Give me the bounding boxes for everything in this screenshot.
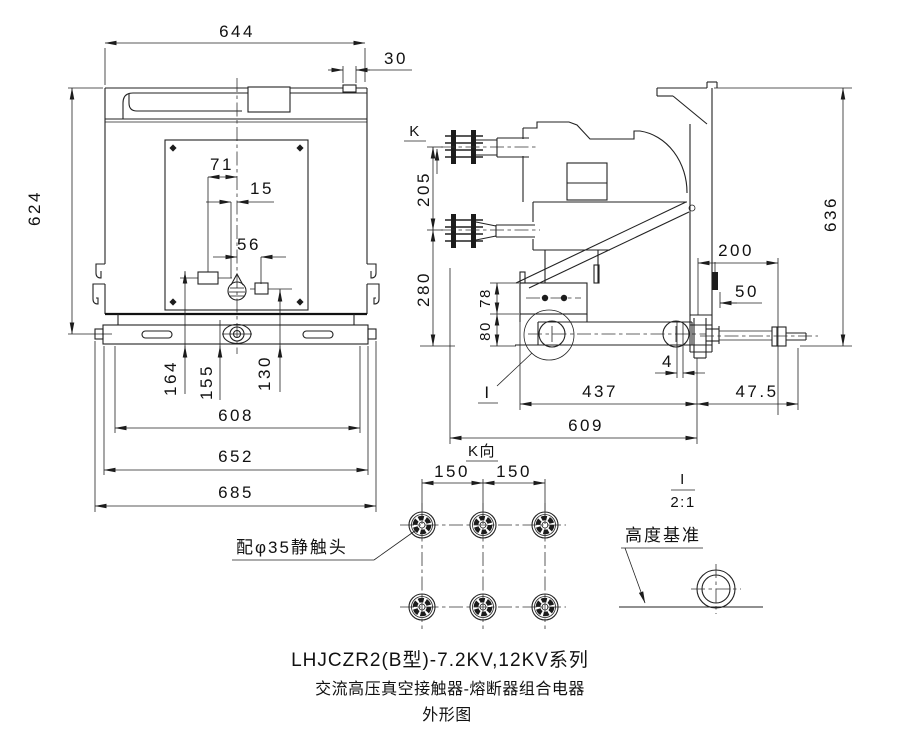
dim-130: 130	[255, 355, 274, 391]
detail-marker-ref: I	[484, 383, 491, 402]
dim-50: 50	[735, 282, 759, 301]
title-line3: 外形图	[422, 706, 472, 724]
dim-609: 609	[568, 416, 604, 435]
keyhole	[227, 272, 247, 301]
dim-155: 155	[197, 364, 216, 400]
box-bolt	[560, 294, 568, 302]
traction-rod	[693, 318, 818, 359]
contact-icon	[408, 593, 436, 621]
side-dimensions: 205 280 78 80 636 200 50 4	[414, 87, 852, 444]
dim-56: 56	[237, 235, 261, 254]
corner-screw-icon	[296, 144, 304, 152]
k-view-label: K向	[468, 443, 496, 460]
dim-47.5: 47.5	[735, 382, 778, 401]
wheel-detail	[691, 564, 741, 614]
front-body-outline	[92, 84, 380, 325]
dim-624: 624	[25, 190, 44, 226]
top-tab	[342, 84, 357, 93]
dim-200: 200	[718, 241, 754, 260]
front-base-plate	[94, 323, 377, 345]
contact-icon	[531, 511, 559, 539]
dim-437: 437	[582, 382, 618, 401]
dim-652: 652	[218, 447, 254, 466]
dim-150-a: 150	[434, 462, 470, 481]
lower-terminal	[441, 214, 540, 248]
detail-view: I 2:1 高度基准	[619, 471, 763, 614]
dim-636: 636	[821, 196, 840, 232]
corner-screw-icon	[296, 298, 304, 306]
detail-scale: 2:1	[670, 494, 695, 511]
dim-30: 30	[384, 49, 408, 68]
corner-screw-icon	[169, 298, 177, 306]
static-contacts	[408, 511, 559, 621]
contact-icon	[469, 593, 497, 621]
mount-slot	[302, 330, 334, 339]
rear-panel	[656, 81, 718, 353]
front-dimensions: 644 30 624 71 15 56 164 155	[25, 22, 412, 512]
dim-71: 71	[210, 155, 234, 174]
mechanism-block	[247, 86, 291, 113]
title-block: LHJCZR2(B型)-7.2KV,12KV系列 交流高压真空接触器-熔断器组合…	[291, 649, 589, 724]
dim-80: 80	[477, 321, 494, 341]
box-bolt	[541, 294, 549, 302]
wheel	[538, 320, 566, 348]
rod-coupler	[771, 326, 787, 347]
contact-note: 配φ35静触头	[236, 538, 348, 557]
dim-150-b: 150	[496, 462, 532, 481]
title-line2: 交流高压真空接触器-熔断器组合电器	[315, 680, 585, 698]
upper-terminal	[441, 130, 536, 164]
dim-78: 78	[477, 288, 494, 308]
wheel	[662, 320, 690, 348]
left-latch	[197, 271, 219, 285]
dim-685: 685	[218, 483, 254, 502]
right-latch	[254, 282, 269, 295]
dim-205: 205	[414, 171, 433, 207]
nameplate	[566, 162, 608, 201]
dim-644: 644	[219, 22, 255, 41]
side-body	[515, 121, 696, 289]
front-view: 644 30 624 71 15 56 164 155	[25, 22, 412, 512]
dim-608: 608	[218, 406, 254, 425]
title-line1: LHJCZR2(B型)-7.2KV,12KV系列	[291, 649, 589, 671]
dim-164: 164	[161, 360, 180, 396]
front-inner-panel	[164, 139, 309, 311]
contact-icon	[531, 593, 559, 621]
detail-circle	[523, 309, 575, 361]
side-rail: I	[478, 309, 712, 404]
contact-icon	[469, 511, 497, 539]
detail-marker: I	[680, 471, 686, 488]
k-view-arrow: K	[404, 123, 440, 174]
k-arrow-label: K	[409, 123, 421, 140]
side-view: K	[404, 81, 852, 444]
k-direction-view: K向 150 150	[232, 443, 566, 629]
dim-280: 280	[414, 271, 433, 307]
height-datum-label: 高度基准	[625, 526, 701, 545]
dim-4: 4	[662, 352, 674, 371]
dim-15: 15	[250, 179, 274, 198]
contact-icon	[408, 511, 436, 539]
side-lower-box	[519, 282, 588, 322]
corner-screw-icon	[169, 144, 177, 152]
brace-bolt	[688, 204, 696, 212]
panel-bolt	[712, 272, 718, 290]
mount-slot	[141, 330, 173, 339]
